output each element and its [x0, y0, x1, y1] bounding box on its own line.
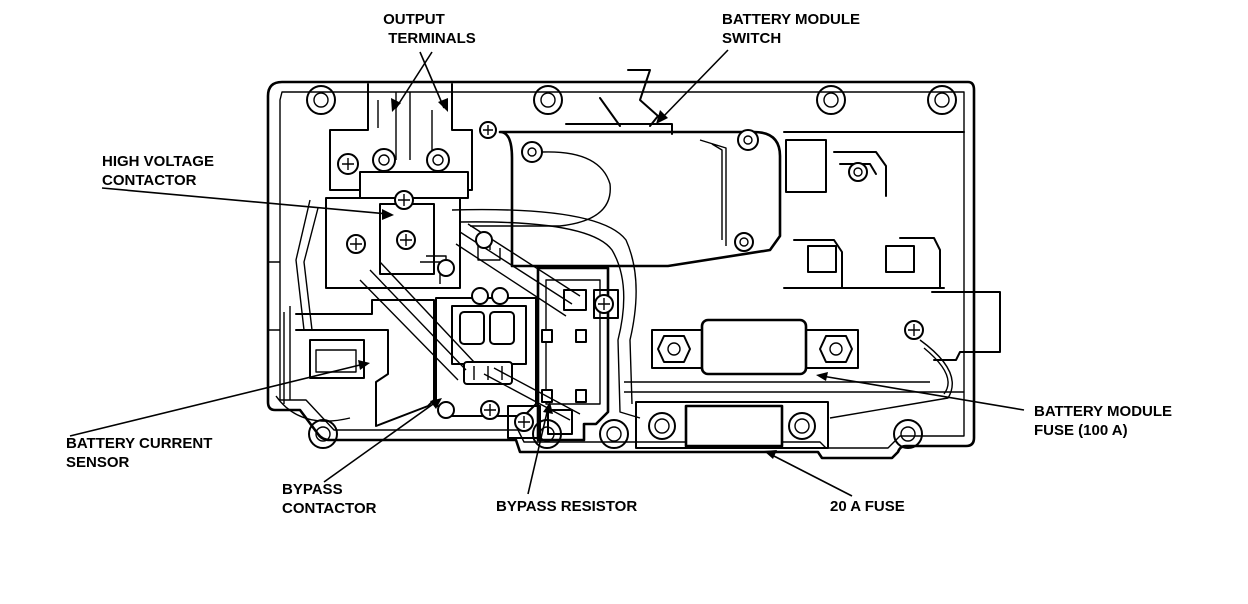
bypass-contactor-label-line-1: BYPASS [282, 481, 343, 498]
battery-module-fuse-label-line-1: BATTERY MODULE [1034, 403, 1172, 420]
battery-module-fuse-label: BATTERY MODULE FUSE (100 A) [1034, 403, 1176, 439]
battery-current-sensor-label-line-2: SENSOR [66, 454, 130, 471]
leader-lines [69, 49, 1025, 497]
fuse-20a-label: 20 A FUSE [830, 498, 905, 515]
high-voltage-contactor-label: HIGH VOLTAGE CONTACTOR [102, 153, 218, 189]
output-terminals-label-line-1: OUTPUT [383, 11, 445, 28]
battery-module-fuse [651, 318, 859, 376]
fuse-20a [635, 401, 829, 449]
wiring-harness [295, 199, 964, 435]
output-terminals-label: OUTPUT TERMINALS [383, 11, 476, 47]
battery-module-switch [470, 69, 782, 268]
high-voltage-contactor-assembly [325, 83, 497, 289]
bypass-contactor [435, 287, 537, 420]
mounting-bosses [306, 85, 957, 449]
battery-current-sensor-label-line-1: BATTERY CURRENT [66, 435, 212, 452]
bypass-resistor-label: BYPASS RESISTOR [496, 498, 637, 515]
right-connector-area [783, 131, 1001, 419]
output-terminals-label-line-2: TERMINALS [388, 30, 476, 47]
battery-module-switch-label-line-2: SWITCH [722, 30, 781, 47]
battery-module-switch-label-line-1: BATTERY MODULE [722, 11, 860, 28]
high-voltage-contactor-label-line-1: HIGH VOLTAGE [102, 153, 214, 170]
bypass-contactor-label: BYPASS CONTACTOR [282, 481, 377, 517]
bypass-contactor-label-line-2: CONTACTOR [282, 500, 377, 517]
battery-module-fuse-label-line-2: FUSE (100 A) [1034, 422, 1128, 439]
battery-current-sensor [275, 299, 435, 427]
battery-current-sensor-label: BATTERY CURRENT SENSOR [66, 435, 217, 471]
battery-module-switch-label: BATTERY MODULE SWITCH [722, 11, 864, 47]
high-voltage-contactor-label-line-2: CONTACTOR [102, 172, 197, 189]
